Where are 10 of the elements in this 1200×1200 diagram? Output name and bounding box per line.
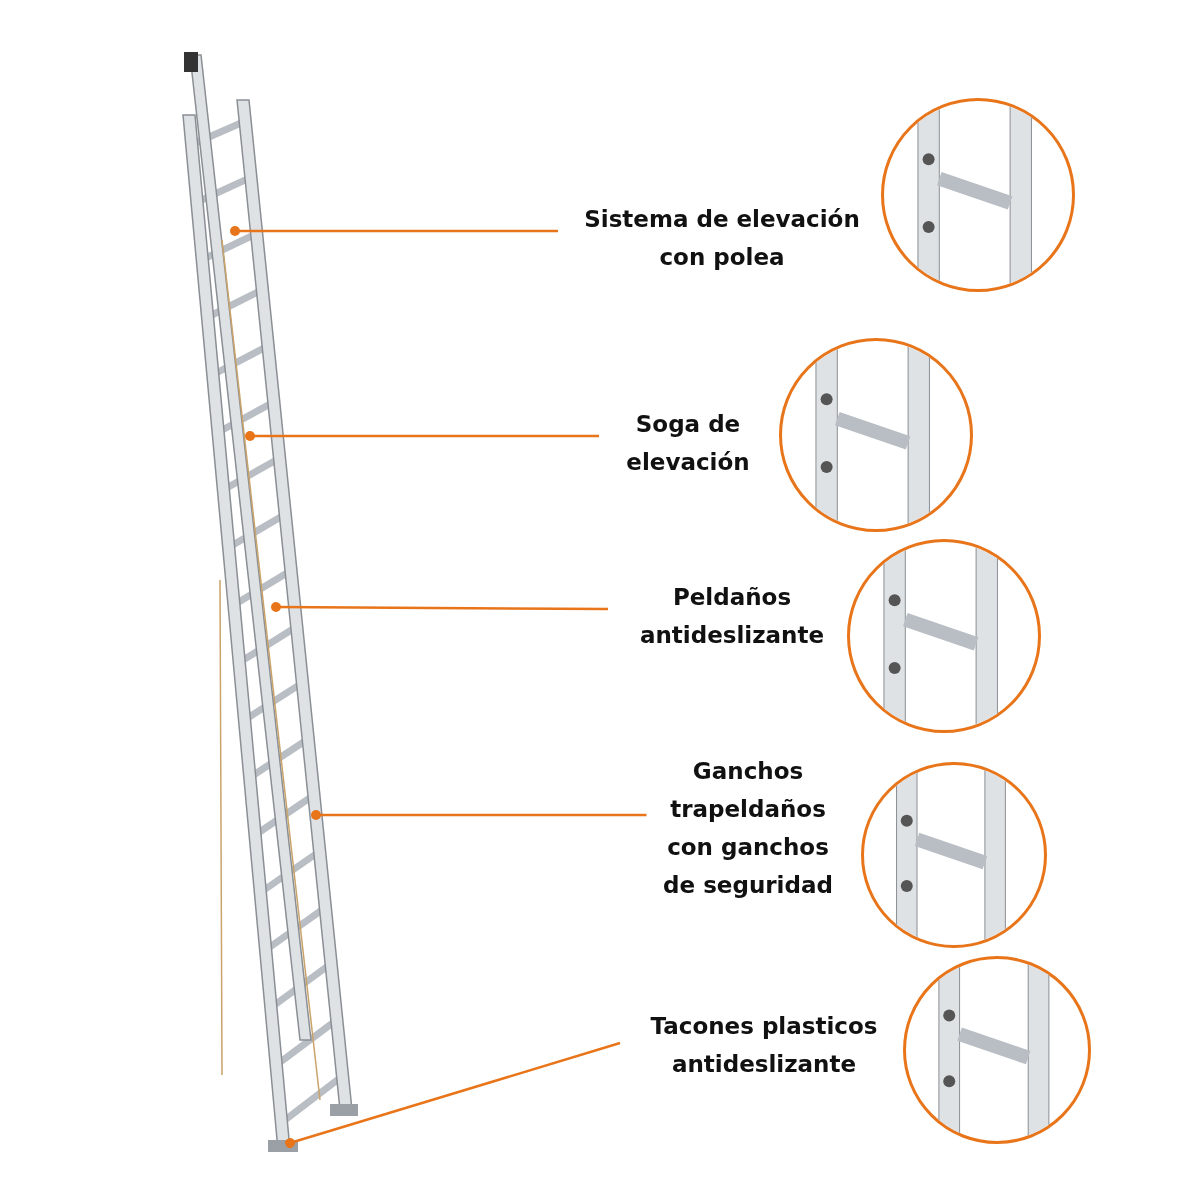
leader-line [271, 602, 608, 612]
callout-label: Soga de elevación [613, 405, 763, 481]
callout-label: Tacones plasticos antideslizante [634, 1007, 894, 1083]
leader-line [285, 1041, 621, 1148]
leader-line [311, 810, 647, 820]
callout-label: Peldaños antideslizante [622, 578, 842, 654]
callout-label: Ganchos trapeldaños con ganchos de seguridad [660, 752, 836, 904]
leader-line [230, 226, 558, 236]
leader-line [245, 431, 599, 441]
callout-label: Sistema de elevación con polea [572, 200, 872, 276]
